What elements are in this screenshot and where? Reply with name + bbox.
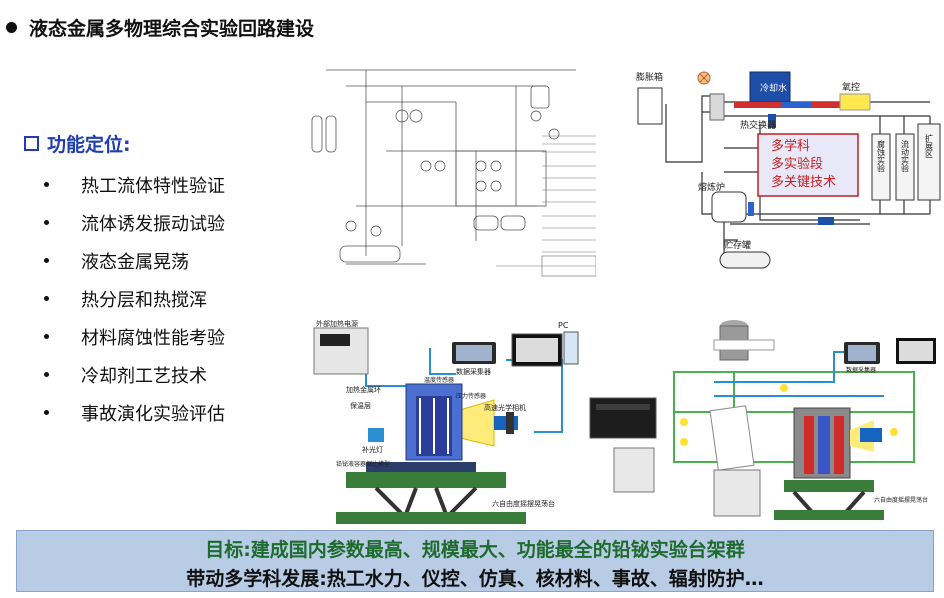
function-item: 液态金属晃荡 [44,248,225,286]
pid-drawing [306,56,596,280]
highlight-text: 多关键技术 [771,174,836,190]
corrosion-test-label: 腐蚀实验 [877,139,886,173]
platform-system: 数据采集器 六自由度摇摆晃荡台 [584,312,944,526]
function-item: 冷却剂工艺技术 [44,362,225,400]
camera-label: 高速光学相机 [484,403,526,412]
insulation-label: 保温层 [350,401,371,410]
pressure-sensor-label: 压力传感器 [456,392,486,400]
external-power-label: 外部加热电源 [316,319,358,328]
pc-label: PC [558,321,569,330]
platform-label: 六自由度摇摆晃荡台 [874,496,928,504]
function-item: 流体诱发振动试验 [44,210,225,248]
highlight-text: 多学科 [771,138,810,154]
storage-tank-label: 贮存罐 [724,239,751,251]
bullet-icon [44,333,49,339]
vessel-model-label: 铅铋液容器缩比模型 [336,460,390,468]
bullet-icon [44,295,49,301]
goal-subline: 带动多学科发展:热工水力、仪控、仿真、核材料、事故、辐射防护… [186,568,764,590]
sloshing-setup: 外部加热电源 PC 数据采集器 加热金属环 保温层 补光灯 温度传感器 压力传感… [306,316,586,528]
fill-lamp-label: 补光灯 [362,445,383,454]
bullet-icon [44,181,49,187]
bullet-icon [44,409,49,415]
heated-vessel-label: 加热金属环 [346,385,381,394]
function-item: 事故演化实验评估 [44,400,225,438]
flow-test-label: 流动实验 [901,139,910,173]
data-collector-label: 数据采集器 [846,366,876,374]
bullet-icon [44,371,49,377]
expansion-zone-label: 扩展区 [925,133,934,158]
data-collector-label: 数据采集器 [456,367,491,376]
melting-furnace-label: 熔炼炉 [698,181,725,193]
heat-exchanger-label: 热交换器 [740,119,776,131]
title-bullet-icon [6,22,17,33]
square-bullet-icon [24,136,39,151]
function-list: 热工流体特性验证 流体诱发振动试验 液态金属晃荡 热分层和热搅浑 材料腐蚀性能考… [44,172,225,438]
goal-banner: 目标:建成国内参数最高、规模最大、功能最全的铅铋实验台架群 带动多学科发展:热工… [16,530,934,592]
function-item: 材料腐蚀性能考验 [44,324,225,362]
loop-schematic: 膨胀箱 冷却水 氧控 热交换器 熔炼炉 贮存罐 多学科 多实验段 多关键技术 腐… [630,64,944,278]
oxygen-control-label: 氧控 [842,81,860,93]
highlight-text: 多实验段 [771,156,823,172]
cooling-water-label: 冷却水 [760,82,787,94]
expansion-tank-label: 膨胀箱 [636,71,663,83]
bullet-icon [44,257,49,263]
temp-sensor-label: 温度传感器 [424,376,454,384]
function-item: 热分层和热搅浑 [44,286,225,324]
goal-line: 目标:建成国内参数最高、规模最大、功能最全的铅铋实验台架群 [205,539,745,561]
bullet-icon [44,219,49,225]
function-item: 热工流体特性验证 [44,172,225,210]
slide-title: 液态金属多物理综合实验回路建设 [6,14,314,41]
platform-label: 六自由度摇摆晃荡台 [492,499,555,508]
function-heading: 功能定位: [24,130,131,157]
